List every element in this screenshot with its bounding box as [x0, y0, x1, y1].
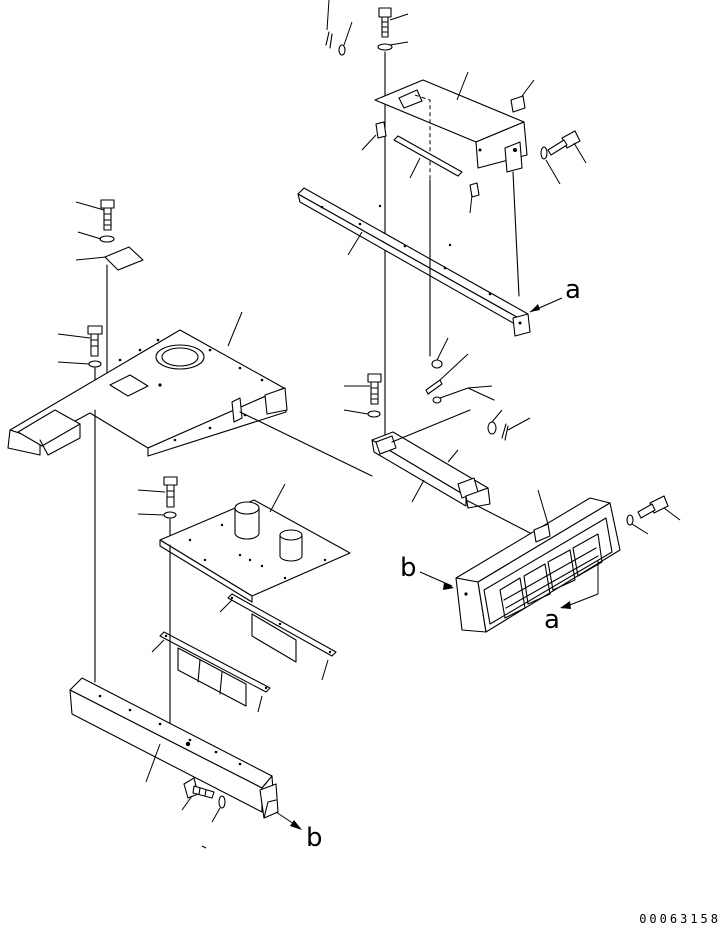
plate-bolt-group [137, 476, 178, 546]
washer-left-top [99, 235, 115, 243]
slot-bar [393, 135, 463, 177]
middle-plate [159, 499, 351, 603]
angle-strip-upper [227, 593, 337, 663]
bolt-top [378, 7, 392, 38]
bolt-bottom [183, 777, 215, 799]
drawing-serial-number: 00063158 [639, 912, 721, 926]
center-bracket-group [343, 179, 533, 535]
callout-b-left: b [400, 553, 417, 583]
bolt-center [367, 373, 382, 405]
grille-cover [455, 489, 621, 633]
bolt-right [547, 130, 581, 156]
angle-strip-lower [159, 631, 271, 707]
bolt-grille [637, 495, 669, 519]
bolt-left-top [100, 199, 115, 231]
nut-right [510, 95, 526, 113]
callout-b-bottom: b [306, 823, 323, 853]
bottom-beam [69, 677, 279, 819]
main-top-cover [7, 329, 288, 457]
callout-a-bottom: a [544, 605, 560, 635]
top-bracket-group [297, 0, 587, 436]
callout-a-top: a [565, 275, 581, 305]
pin-top [325, 31, 333, 49]
angle-rail [297, 187, 531, 337]
cover-plate-small [104, 246, 144, 271]
washer-left [338, 44, 346, 56]
washer-right [540, 146, 548, 160]
washer-top [377, 43, 393, 51]
